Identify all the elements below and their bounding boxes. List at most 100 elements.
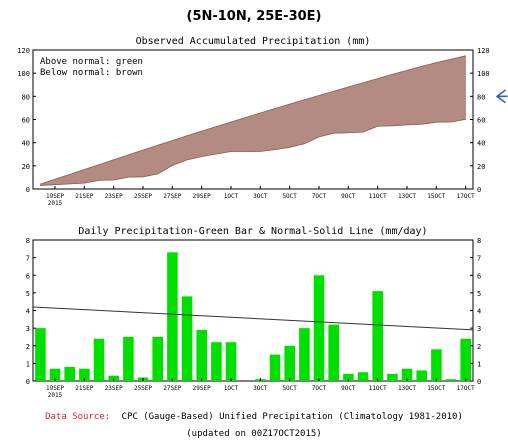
daily-bar [401,368,413,381]
daily-x-tick-label: 23SEP [105,385,123,392]
accumulated-y-tick-label-right: 80 [477,93,485,101]
accumulated-y-tick-label-right: 40 [477,140,485,148]
daily-precip-panel: Daily Precipitation-Green Bar & Normal-S… [26,226,481,399]
below-normal-segment [362,78,378,133]
accumulated-x-tick-label: 25SEP [134,193,152,200]
below-normal-segment [230,117,246,152]
daily-x-tick-label: 7OCT [312,385,327,392]
accumulated-x-tick-label: 13OCT [398,193,416,200]
below-normal-segment [245,112,261,152]
below-normal-segment [450,55,466,123]
daily-bar [299,328,310,381]
accumulated-x-tick-label: 2015 [48,200,63,207]
daily-y-tick-label: 0 [26,378,30,386]
daily-bar [93,338,105,381]
accumulated-x-tick-label: 29SEP [193,193,211,200]
daily-bar [196,329,207,381]
daily-bar [372,291,383,381]
daily-bar [284,345,295,382]
daily-bar [431,349,442,381]
daily-bar [167,252,178,381]
below-normal-segment [318,90,334,138]
below-normal-segment [392,69,408,127]
daily-bar [79,368,90,381]
source-line: Data Source: CPC (Gauge-Based) Unified P… [45,412,463,422]
below-normal-segment [98,159,114,181]
daily-bar [269,354,281,381]
legend-below-normal: Below normal: brown [40,68,143,78]
daily-bar [445,379,457,381]
daily-y-tick-label-right: 6 [477,272,481,280]
below-normal-segment [304,95,320,145]
below-normal-segment [333,86,349,134]
accumulated-x-tick-label: 7OCT [312,193,327,200]
daily-bar [328,324,339,381]
below-normal-segment [54,173,70,186]
daily-y-tick-label: 1 [26,360,30,368]
daily-y-tick-label-right: 7 [477,255,481,263]
daily-x-tick-label: 21SEP [75,385,93,392]
daily-y-tick-label-right: 2 [477,343,481,351]
updated-note: (updated on 00Z17OCT2015) [186,429,321,439]
daily-y-tick-label-right: 0 [477,378,481,386]
daily-y-tick-label-right: 1 [477,360,481,368]
daily-bar [357,372,369,381]
daily-y-tick-label: 6 [26,272,30,280]
accumulated-x-tick-label: 9OCT [341,193,356,200]
daily-bar [181,296,193,381]
accumulated-y-tick-label: 100 [17,70,30,78]
daily-x-tick-label: 25SEP [134,385,152,392]
accumulated-x-tick-label: 11OCT [369,193,387,200]
daily-x-tick-label: 19SEP [46,385,64,392]
daily-bar [416,370,427,381]
accumulated-x-tick-label: 3OCT [253,193,268,200]
daily-x-tick-label: 17OCT [457,385,475,392]
daily-chart-title: Daily Precipitation-Green Bar & Normal-S… [78,226,427,237]
accumulated-y-tick-label-right: 20 [477,163,485,171]
daily-x-tick-label: 29SEP [193,385,211,392]
accumulated-y-tick-label: 0 [26,186,30,194]
accumulated-y-tick-label: 80 [22,93,30,101]
daily-x-tick-label: 9OCT [341,385,356,392]
daily-x-tick-label: 15OCT [427,385,445,392]
accumulated-x-tick-label: 27SEP [163,193,181,200]
daily-bar [225,342,237,381]
below-normal-segment [260,108,276,152]
daily-bar [313,275,325,382]
daily-bar [64,366,75,381]
source-label: Data Source: [45,412,110,422]
normal-accumulated-line [40,55,466,185]
below-normal-segment [201,126,217,157]
daily-x-tick-label: 5OCT [282,385,297,392]
below-normal-segment [274,103,290,150]
daily-y-tick-label-right: 8 [477,237,481,245]
legend-above-normal: Above normal: green [40,57,143,67]
accumulated-x-tick-label: 15OCT [427,193,445,200]
daily-bar [123,336,134,381]
daily-bar [460,338,471,381]
arrow-icon [495,89,508,104]
accumulated-y-tick-label: 120 [17,47,30,55]
below-normal-segment [406,66,422,126]
daily-y-tick-label: 7 [26,255,30,263]
below-normal-segment [216,121,232,155]
accumulated-x-tick-label: 19SEP [46,193,64,200]
daily-x-tick-label: 27SEP [163,385,181,392]
below-normal-segment [142,144,158,178]
daily-bar [49,368,61,381]
daily-y-tick-label: 4 [26,308,30,316]
daily-x-tick-label: 1OCT [224,385,239,392]
daily-y-tick-label-right: 5 [477,290,481,298]
below-normal-segment [348,82,364,134]
accumulated-y-tick-label-right: 120 [477,47,490,55]
accumulated-y-tick-label-right: 100 [477,70,490,78]
accumulated-area-layer [40,55,466,186]
accumulated-precip-panel: Observed Accumulated Precipitation (mm) … [17,36,508,207]
accumulated-y-tick-label: 60 [22,117,30,125]
